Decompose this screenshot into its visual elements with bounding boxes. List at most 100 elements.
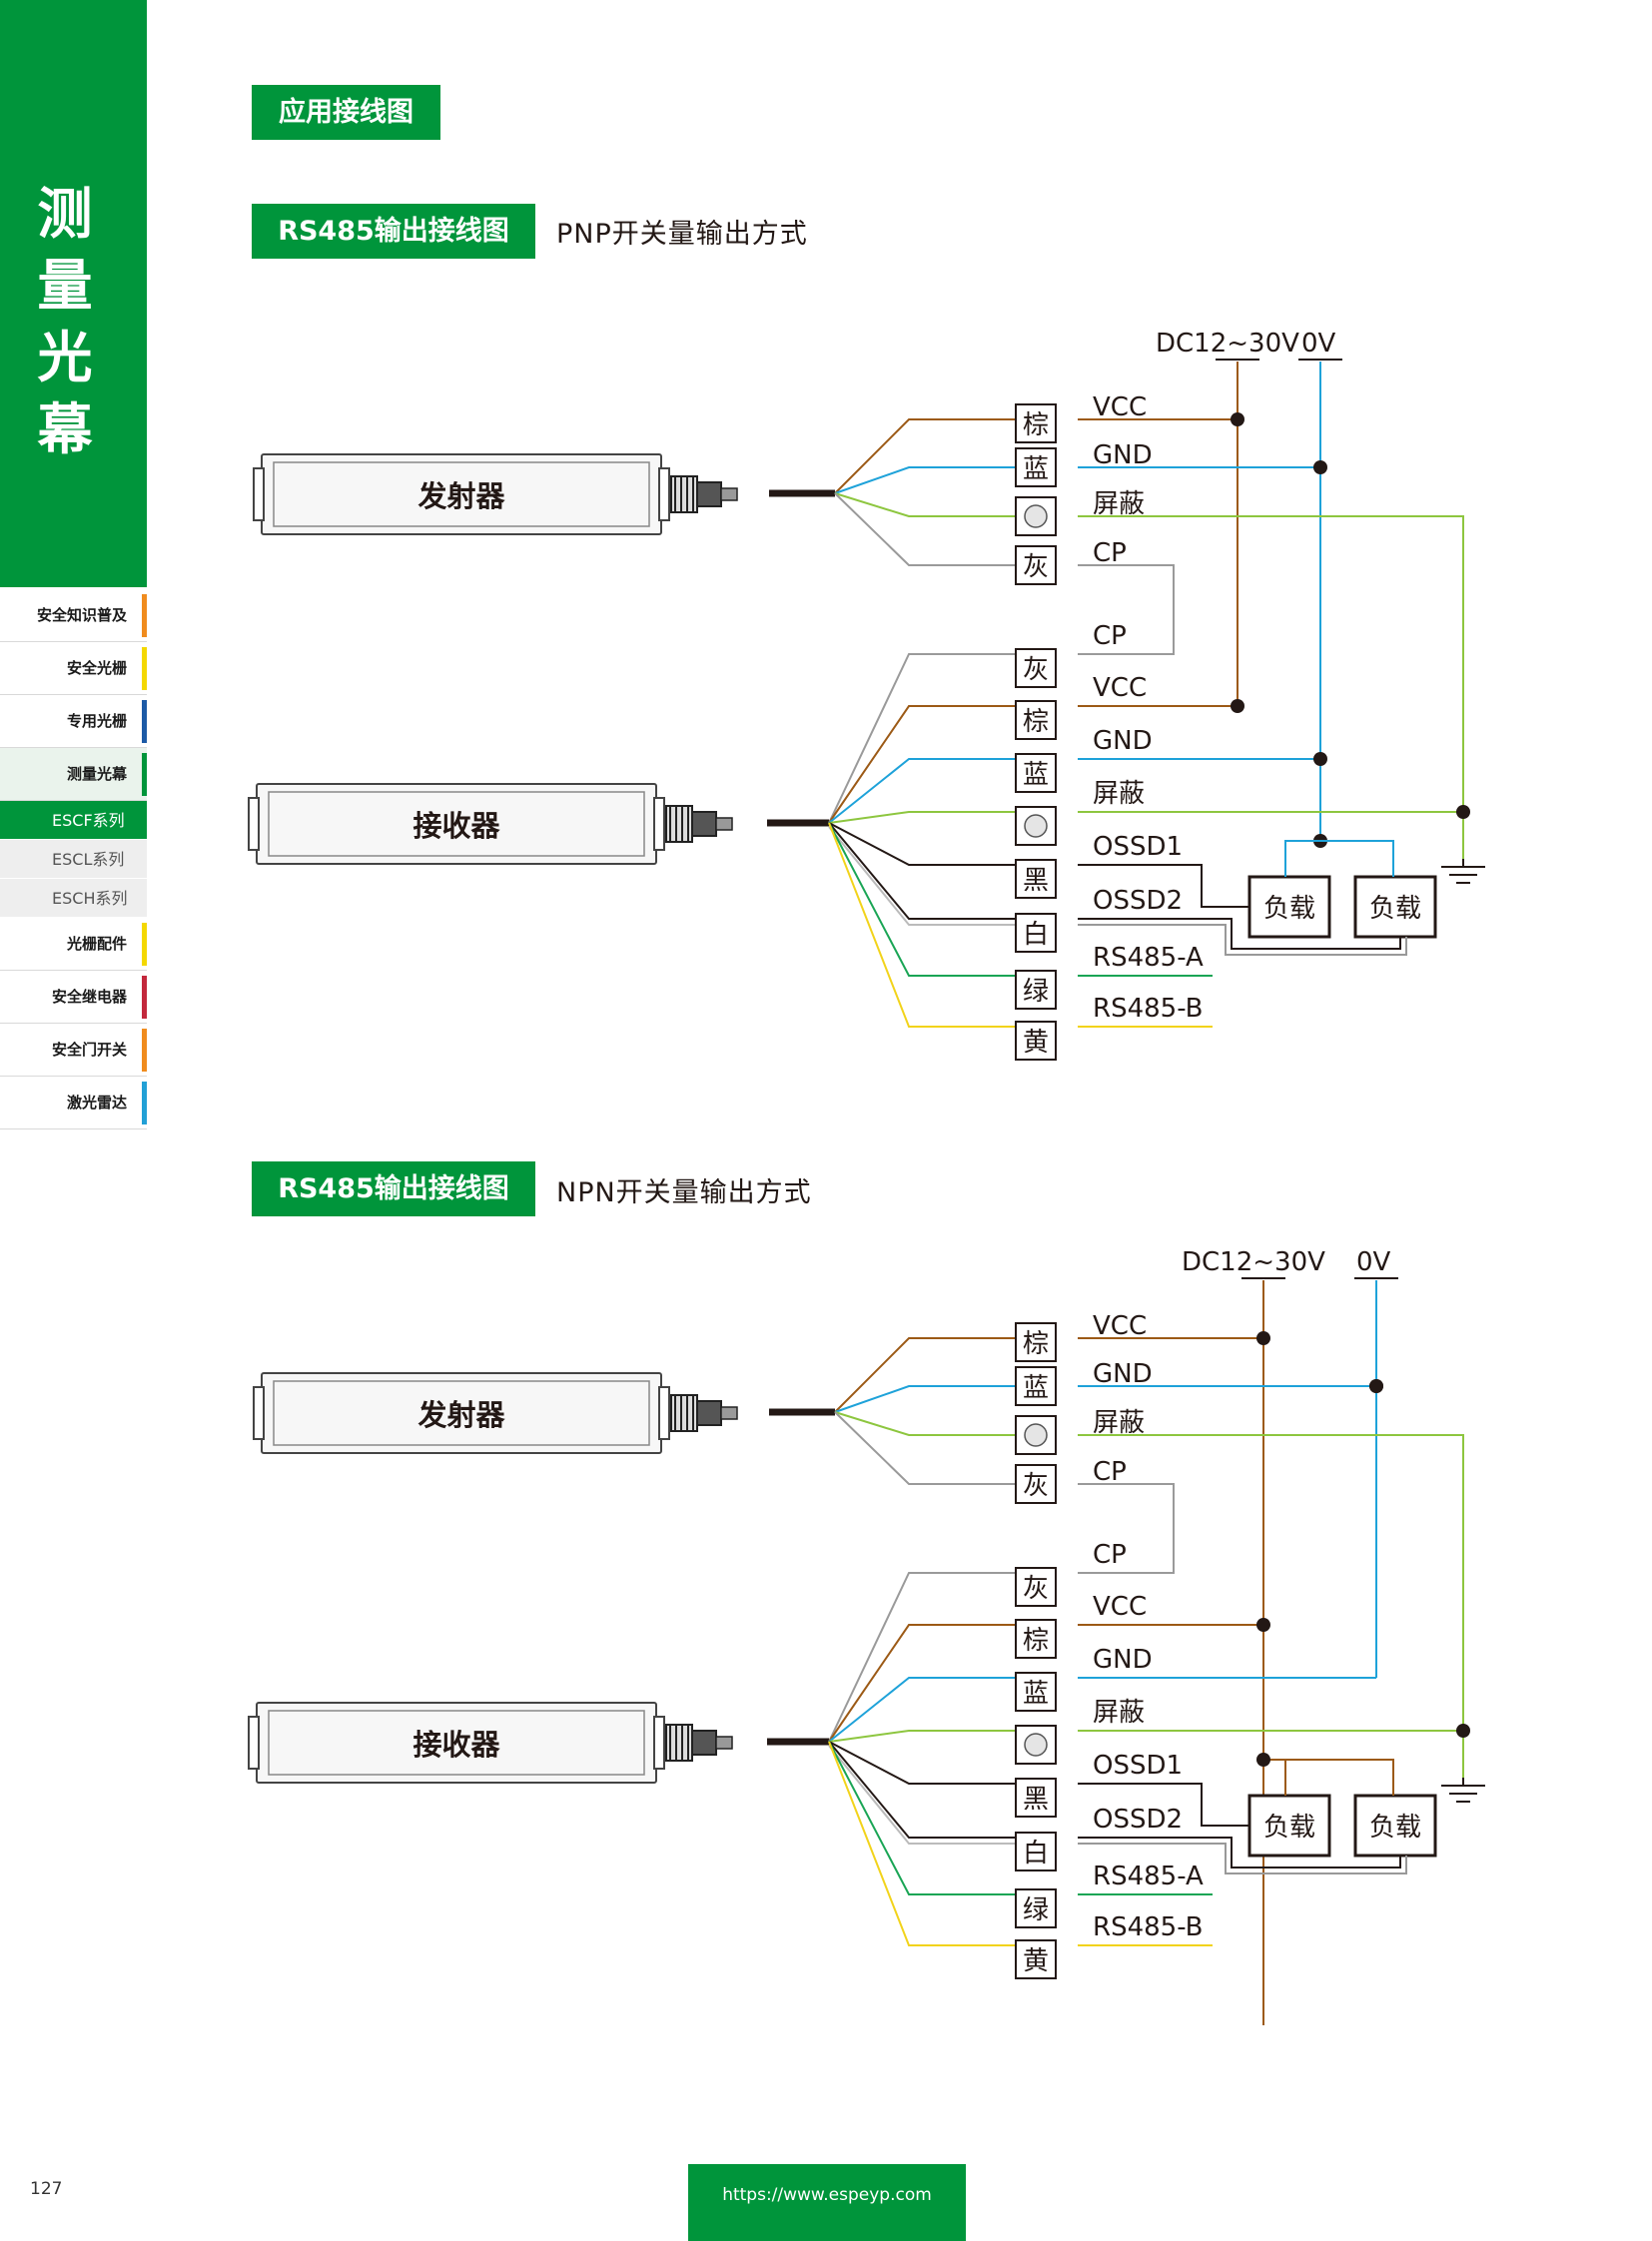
receiver-wire-white-outline <box>828 1745 1016 1845</box>
diagram-1-tag: RS485输出接线图 <box>252 204 535 259</box>
sidebar-section-title: 测 量 光 幕 <box>0 178 130 465</box>
receiver-wire-code-code: 蓝 <box>1023 1679 1049 1709</box>
diagram-2-tag: RS485输出接线图 <box>252 1161 535 1216</box>
receiver-wire-code-box <box>1015 913 1057 953</box>
load-common-wire <box>1284 1759 1394 1796</box>
receiver-wire-5 <box>828 1741 1016 1839</box>
sidebar-item-measuring-light-curtain[interactable]: 测量光幕 <box>0 748 147 801</box>
emitter-end-cap <box>253 467 265 521</box>
cp-link-wire <box>1078 1483 1175 1574</box>
receiver-wire-5 <box>828 822 1016 920</box>
receiver-signal-label: GND <box>1093 1645 1153 1675</box>
receiver-wire-7 <box>828 1741 1016 1946</box>
receiver-wire-code-code: 黑 <box>1023 1785 1049 1815</box>
load-box <box>1247 875 1331 939</box>
sidebar-title-char: 幕 <box>37 397 93 461</box>
sidebar-item-color-bar <box>142 1082 147 1124</box>
sidebar-nav: 安全知识普及 安全光栅 专用光栅 测量光幕 ESCF系列 ESCL系列 ESCH… <box>0 589 147 1129</box>
receiver-wire-6 <box>828 822 1016 977</box>
receiver-wire-white-outline <box>828 826 1016 926</box>
receiver-wire-code-box <box>1015 1672 1057 1712</box>
receiver-wire-code-box <box>1015 1832 1057 1871</box>
receiver-wire-code-code: 绿 <box>1023 1895 1049 1925</box>
zero-volt-label: 0V <box>1301 329 1336 359</box>
sidebar-title-char: 量 <box>37 254 93 318</box>
ossd2-wire <box>1078 1837 1401 1868</box>
receiver-end-cap <box>653 797 665 851</box>
receiver-wire-4 <box>828 1741 1016 1785</box>
supply-voltage-label: DC12~30V <box>1182 1247 1325 1277</box>
load-box <box>1353 875 1437 939</box>
receiver: 接收器 <box>248 1702 733 1784</box>
emitter-wire-code-box <box>1015 1464 1057 1504</box>
emitter-end-cap <box>658 467 670 521</box>
receiver-wire-code-code: 棕 <box>1023 1626 1049 1656</box>
receiver-signal-label: 屏蔽 <box>1093 779 1145 809</box>
receiver-wire-0 <box>828 653 1016 824</box>
sidebar-item-door-switch[interactable]: 安全门开关 <box>0 1024 147 1077</box>
sidebar-item-label: 安全光栅 <box>66 659 127 677</box>
sidebar-item-label: 安全门开关 <box>51 1041 127 1059</box>
sidebar-item-color-bar <box>142 753 147 796</box>
receiver-wire-code-box <box>1015 1021 1057 1061</box>
load-box <box>1353 1794 1437 1858</box>
sidebar-item-safety-knowledge[interactable]: 安全知识普及 <box>0 589 147 642</box>
sidebar-item-lidar[interactable]: 激光雷达 <box>0 1077 147 1129</box>
emitter-wire-1 <box>834 1385 1016 1413</box>
sidebar-item-accessories[interactable]: 光栅配件 <box>0 918 147 971</box>
receiver-end-cap <box>653 1716 665 1770</box>
sidebar-title-char: 光 <box>37 326 93 389</box>
sidebar-band: 测 量 光 幕 <box>0 0 147 587</box>
shield-symbol <box>1024 504 1048 528</box>
sidebar-item-color-bar <box>142 923 147 966</box>
receiver-wire-code-box <box>1015 1619 1057 1659</box>
sidebar-item-safety-light-curtain[interactable]: 安全光栅 <box>0 642 147 695</box>
receiver-wire-code-code: 白 <box>1023 1839 1049 1868</box>
emitter-label: 发射器 <box>416 1398 505 1432</box>
receiver-signal-label: VCC <box>1093 1592 1147 1622</box>
footer-website-link[interactable]: https://www.espeyp.com <box>688 2164 966 2241</box>
ossd2-wire-outline <box>1078 1843 1407 1874</box>
emitter-wire-0 <box>834 418 1016 494</box>
emitter-wire-code-code: 灰 <box>1023 552 1049 582</box>
load-label: 负载 <box>1263 894 1315 924</box>
receiver-label: 接收器 <box>413 809 500 843</box>
receiver-wire-1 <box>828 705 1016 824</box>
receiver-wire-code-code: 黄 <box>1023 1028 1049 1058</box>
junction-dot <box>1313 752 1327 766</box>
sidebar-subitem-esch[interactable]: ESCH系列 <box>0 879 147 918</box>
receiver-signal-label: OSSD2 <box>1093 886 1183 916</box>
emitter-wire-code-box <box>1015 1322 1057 1362</box>
sidebar-item-special-light-curtain[interactable]: 专用光栅 <box>0 695 147 748</box>
junction-dot <box>1369 1379 1383 1393</box>
emitter-connector-nut <box>696 481 722 507</box>
receiver-signal-label: OSSD1 <box>1093 832 1183 862</box>
emitter-signal-label: GND <box>1093 440 1153 470</box>
receiver-end-cap <box>248 1716 260 1770</box>
receiver-wire-7 <box>828 822 1016 1028</box>
receiver-wire-code-box <box>1015 1725 1057 1765</box>
receiver-signal-label: GND <box>1093 726 1153 756</box>
sidebar-item-label: 测量光幕 <box>66 765 127 783</box>
receiver-wire-code-code: 蓝 <box>1023 760 1049 790</box>
receiver: 接收器 <box>248 783 733 865</box>
shield-symbol <box>1024 1733 1048 1757</box>
receiver-signal-label: OSSD2 <box>1093 1805 1183 1835</box>
receiver-wire-2 <box>828 758 1016 824</box>
emitter-wire-code-box <box>1015 1366 1057 1406</box>
receiver-wire-3 <box>828 1730 1016 1743</box>
ossd2-wire-outline <box>1078 924 1407 956</box>
emitter-wire-code-code: 棕 <box>1023 1329 1049 1359</box>
emitter-shield-wire <box>1078 1434 1464 1778</box>
emitter-signal-label: 屏蔽 <box>1093 489 1145 519</box>
sidebar-subitem-escl[interactable]: ESCL系列 <box>0 840 147 879</box>
sidebar-subitem-escf[interactable]: ESCF系列 <box>0 801 147 840</box>
sidebar-item-label: 激光雷达 <box>66 1094 127 1112</box>
sidebar-item-label: 专用光栅 <box>66 712 127 730</box>
emitter-wire-1 <box>834 466 1016 494</box>
sidebar-item-label: 光栅配件 <box>66 935 127 953</box>
load-common-wire <box>1284 840 1394 877</box>
receiver-wire-1 <box>828 1624 1016 1743</box>
diagram-2-subtitle: NPN开关量输出方式 <box>556 1177 812 1208</box>
sidebar-item-safety-relay[interactable]: 安全继电器 <box>0 971 147 1024</box>
